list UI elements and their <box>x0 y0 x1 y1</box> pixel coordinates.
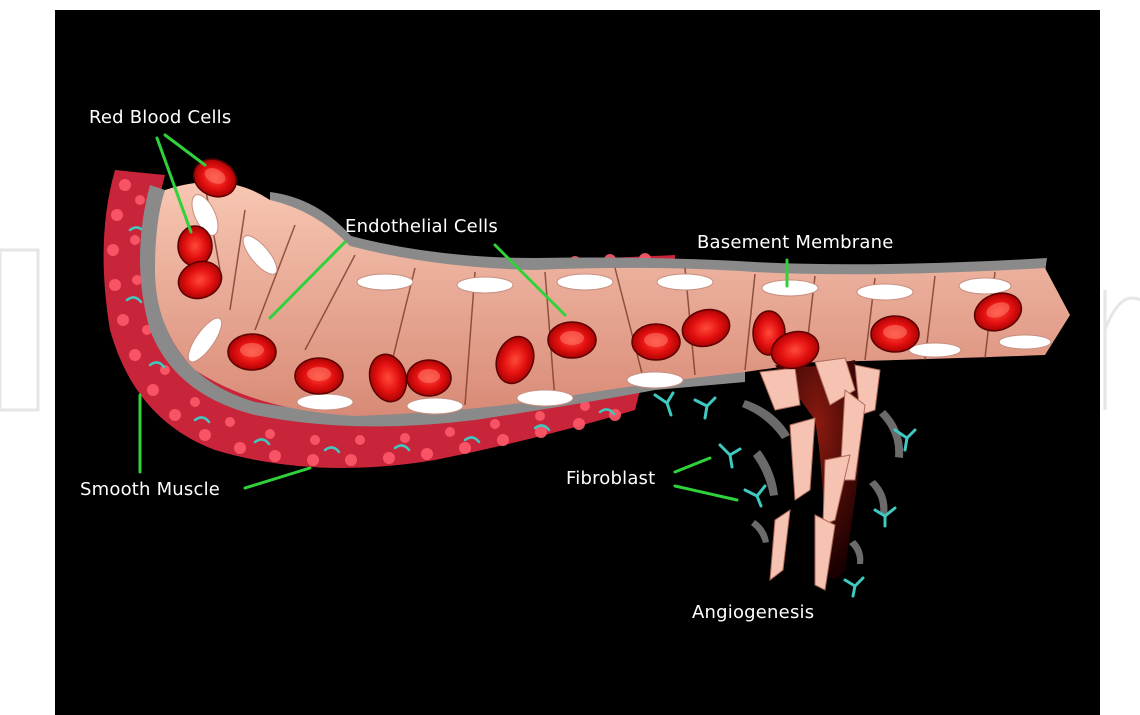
leader-fibroblast-1 <box>675 458 710 472</box>
label-basement-membrane: Basement Membrane <box>697 232 894 253</box>
leader-rbc-1 <box>165 135 205 165</box>
label-angiogenesis: Angiogenesis <box>692 602 814 623</box>
label-fibroblast: Fibroblast <box>566 468 655 489</box>
angiogenesis-sprout <box>655 358 915 596</box>
leader-fibroblast-2 <box>675 486 737 500</box>
label-endothelial-cells: Endothelial Cells <box>345 216 498 237</box>
label-smooth-muscle: Smooth Muscle <box>80 479 220 500</box>
diagram-panel: Red Blood Cells Endothelial Cells Baseme… <box>55 10 1100 715</box>
leader-smooth-muscle-2 <box>245 468 310 488</box>
endothelial-tube <box>155 182 1070 416</box>
label-red-blood-cells: Red Blood Cells <box>89 107 231 128</box>
